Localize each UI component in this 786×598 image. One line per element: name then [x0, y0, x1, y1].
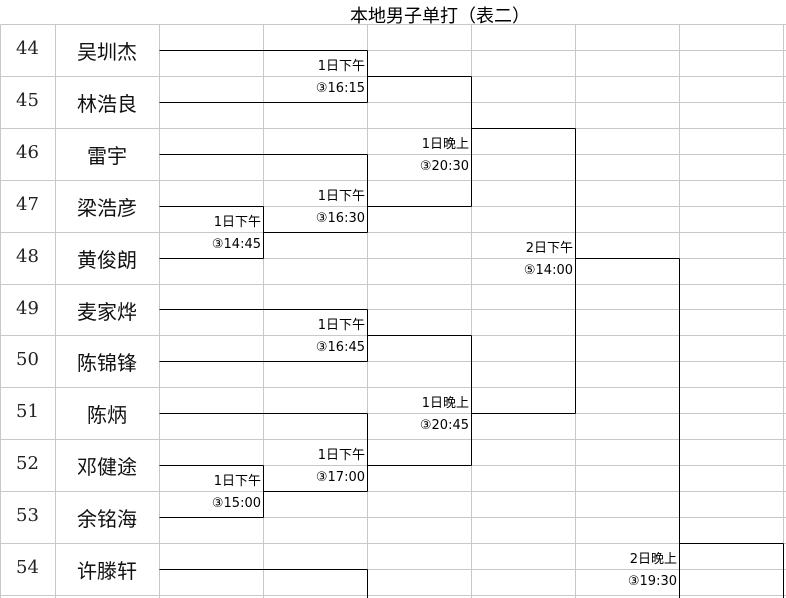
player-name: 雷宇 [87, 144, 127, 168]
match-time: ③15:00 [211, 496, 261, 511]
match-time: ③14:45 [211, 237, 261, 252]
player-number: 48 [16, 246, 39, 267]
player-name: 黄俊朗 [77, 248, 137, 272]
match-time: ③16:30 [315, 211, 365, 226]
match-time: ③16:45 [315, 340, 365, 355]
match-day: 1日下午 [317, 189, 365, 204]
match-time: ③16:15 [315, 81, 365, 96]
player-name: 陈炳 [87, 403, 127, 427]
match-day: 1日下午 [213, 474, 261, 489]
match-time: ⑤14:00 [523, 263, 573, 278]
match-time: ③17:00 [315, 470, 365, 485]
player-name: 麦家烨 [77, 300, 137, 324]
match-day: 1日晚上 [421, 396, 469, 411]
player-number: 49 [16, 298, 39, 319]
player-number: 52 [16, 453, 39, 474]
match-day: 2日晚上 [629, 552, 677, 567]
player-name: 陈锦锋 [77, 351, 137, 375]
player-number: 53 [16, 505, 39, 526]
match-day: 1日下午 [317, 59, 365, 74]
player-number: 45 [16, 90, 39, 111]
match-day: 1日下午 [213, 215, 261, 230]
player-number: 46 [16, 142, 39, 163]
player-name: 吴圳杰 [77, 40, 137, 64]
match-time: ③20:45 [419, 418, 469, 433]
match-day: 1日晚上 [421, 137, 469, 152]
player-name: 梁浩彦 [77, 196, 137, 220]
player-number: 50 [16, 349, 39, 370]
match-day: 1日下午 [317, 448, 365, 463]
player-number: 54 [16, 557, 39, 578]
match-day: 2日下午 [525, 241, 573, 256]
match-time: ③19:30 [627, 574, 677, 589]
player-number: 47 [16, 194, 39, 215]
match-day: 1日下午 [317, 318, 365, 333]
player-name: 林浩良 [77, 92, 137, 116]
player-name: 邓健途 [77, 455, 137, 479]
player-number: 51 [16, 401, 39, 422]
player-number: 44 [16, 38, 39, 59]
player-name: 余铭海 [77, 507, 137, 531]
player-name: 许滕轩 [77, 559, 137, 583]
sheet-title: 本地男子单打（表二） [350, 6, 530, 27]
match-time: ③20:30 [419, 159, 469, 174]
